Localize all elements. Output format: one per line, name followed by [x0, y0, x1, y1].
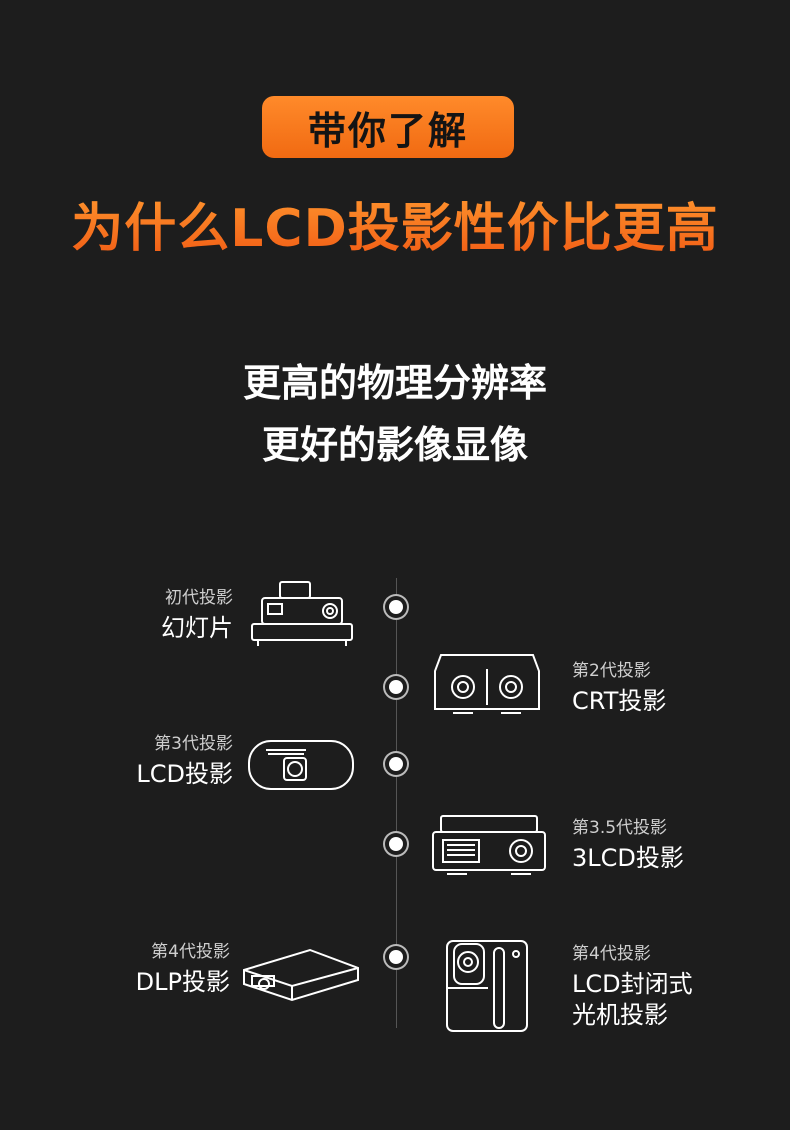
lcd-projector-icon	[248, 740, 354, 790]
timeline-item-5: 第4代投影 DLP投影	[136, 942, 230, 997]
generation-label: 初代投影	[165, 588, 233, 608]
projector-name: 幻灯片	[161, 614, 233, 643]
timeline-item-3: 第3代投影 LCD投影	[136, 734, 233, 789]
timeline-node	[389, 950, 403, 964]
projector-name: 3LCD投影	[572, 844, 684, 873]
dlp-projector-icon	[243, 948, 359, 1002]
projector-name: LCD封闭式	[572, 970, 693, 999]
3lcd-projector-icon	[432, 815, 546, 875]
timeline-item-2: 第2代投影 CRT投影	[572, 661, 666, 716]
timeline-node	[389, 757, 403, 771]
generation-label: 第2代投影	[572, 661, 651, 681]
projector-name: LCD投影	[136, 760, 233, 789]
generation-label: 第3代投影	[154, 734, 233, 754]
header-badge: 带你了解	[262, 96, 514, 158]
sealed-lcd-projector-icon	[446, 940, 528, 1032]
projector-name-line-2: 光机投影	[572, 1001, 668, 1030]
projector-name: CRT投影	[572, 687, 667, 716]
timeline-node	[389, 837, 403, 851]
crt-projector-icon	[434, 654, 540, 714]
timeline-line	[396, 578, 397, 1028]
timeline-item-6: 第4代投影 LCD封闭式 光机投影	[572, 944, 693, 1030]
page-title: 为什么LCD投影性价比更高	[0, 186, 790, 261]
slide-projector-icon	[251, 581, 353, 646]
timeline-item-4: 第3.5代投影 3LCD投影	[572, 818, 684, 873]
subtitle-line-1: 更高的物理分辨率	[242, 361, 547, 405]
generation-label: 第4代投影	[151, 942, 230, 962]
projector-name: DLP投影	[135, 968, 230, 997]
timeline-item-1: 初代投影 幻灯片	[161, 588, 233, 643]
generation-label: 第4代投影	[572, 944, 651, 964]
generation-label: 第3.5代投影	[572, 818, 668, 838]
subtitle-line-2: 更好的影像显像	[261, 423, 528, 467]
timeline-node	[389, 600, 403, 614]
timeline-node	[389, 680, 403, 694]
